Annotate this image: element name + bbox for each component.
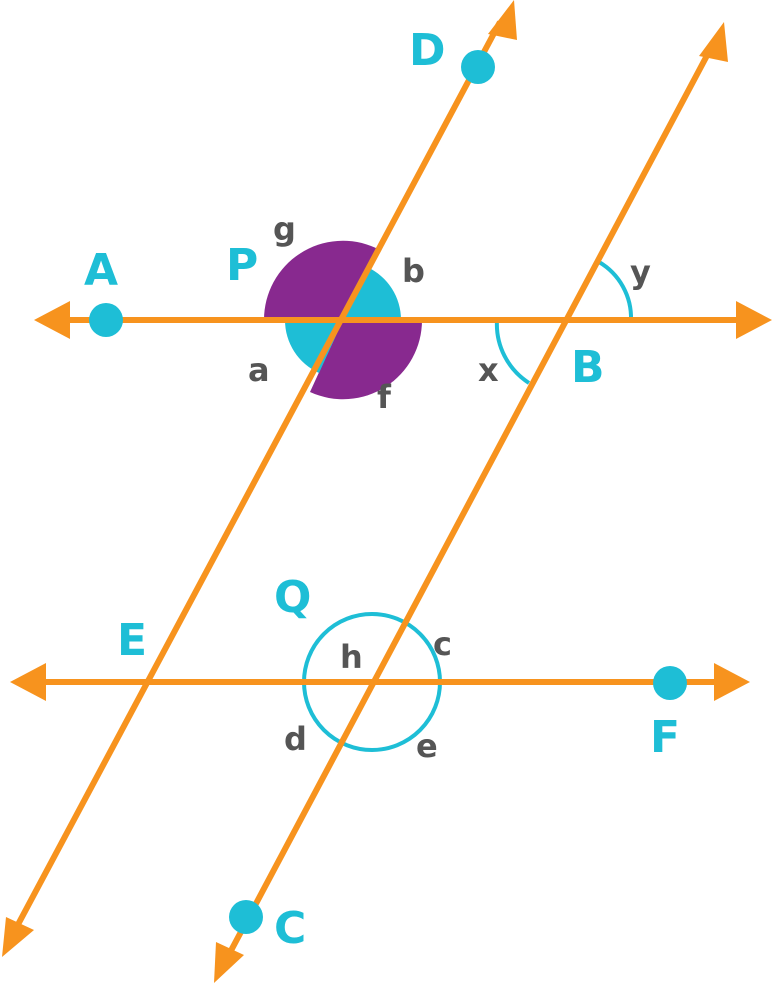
arrow-bottom-bc-icon [214,942,244,983]
angle-b-sector [343,267,402,320]
label-angle-x: x [478,351,499,389]
label-q: Q [274,572,311,623]
arrow-bottom-pe-icon [2,917,34,957]
angle-f-sector [310,320,423,400]
point-f [653,666,687,700]
label-b: B [571,342,605,393]
arrow-left-ef-icon [10,663,46,701]
arrow-right-ab-icon [736,301,772,339]
label-angle-b: b [402,252,425,290]
point-labels: A P D B Q E F C [84,25,680,954]
angle-g-sector [263,240,376,320]
arrow-left-ab-icon [34,301,70,339]
arrow-top-bc-icon [699,22,728,62]
label-e: E [117,615,147,666]
label-angle-c: c [433,625,452,663]
label-p: P [226,240,258,291]
label-a: A [84,245,118,296]
label-angle-d: d [284,720,307,758]
line-pe [11,20,503,934]
angle-x-arc [494,319,531,385]
label-angle-e: e [416,727,438,765]
angle-a-sector [284,320,343,373]
label-angle-f: f [377,378,392,416]
label-angle-a: a [248,351,270,389]
label-angle-y: y [630,253,651,291]
arrow-right-ef-icon [714,663,750,701]
label-f: F [650,712,680,763]
point-a [89,303,123,337]
angles-at-p [263,240,423,400]
points [89,50,687,934]
line-bc [223,46,714,962]
lines [11,20,752,962]
label-angle-h: h [340,638,363,676]
label-angle-g: g [273,210,296,248]
angle-y-arc [597,260,634,321]
point-d [461,50,495,84]
point-c [229,900,263,934]
arrow-top-pe-icon [488,0,517,40]
label-d: D [409,25,446,76]
label-c: C [274,903,306,954]
angle-labels: g b a f x y h c d e [248,210,651,765]
